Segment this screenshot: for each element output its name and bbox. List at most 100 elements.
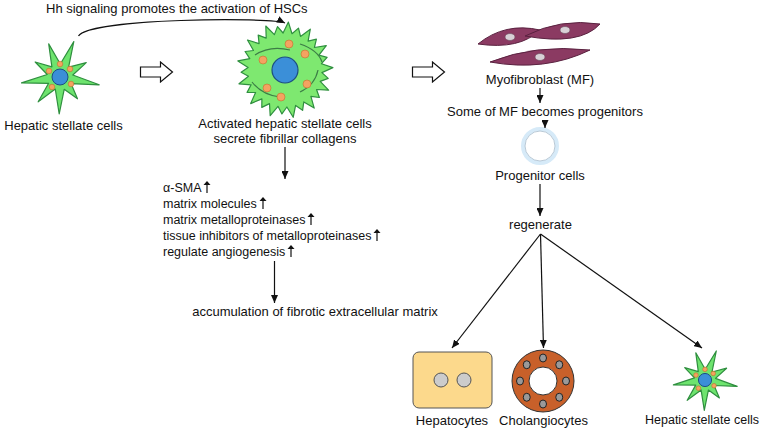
arrow-head (374, 229, 381, 233)
lipid-droplet (694, 373, 699, 378)
collagen-fibril (252, 82, 280, 97)
myofibroblasts (478, 23, 600, 66)
process-text: regenerate (507, 217, 574, 232)
edge-line (541, 234, 544, 348)
lipid-droplet (301, 50, 309, 58)
lipid-droplet (68, 81, 74, 87)
nucleus (523, 361, 530, 369)
lipid-droplet (712, 383, 717, 388)
nucleus (272, 57, 298, 83)
block-arrow (413, 62, 445, 82)
node-text: Myofibroblast (MF) (475, 72, 605, 87)
node-text: Hepatic stellate cells (643, 413, 761, 428)
progenitor-cell (525, 131, 555, 161)
lipid-droplet (57, 61, 63, 67)
arrow-shaft (311, 216, 312, 225)
lipid-droplet (277, 93, 285, 101)
lipid-droplet (703, 367, 708, 372)
increase-arrow (307, 213, 315, 225)
cell-node: Myofibroblast (MF) (475, 20, 605, 87)
collagen-fibril (300, 44, 322, 62)
list-row: tissue inhibitors of metalloproteinases (163, 228, 386, 244)
node-text: matrix molecules (163, 197, 257, 211)
edge-line (541, 234, 703, 348)
stellate-cell (22, 42, 100, 114)
edge-line (539, 88, 540, 103)
nucleus (556, 361, 563, 369)
increase-arrow (287, 245, 295, 257)
list-row: matrix molecules (163, 196, 386, 212)
node-text: Cholangiocytes (497, 413, 590, 428)
edge-line (274, 261, 275, 303)
node-text: regulate angiogenesis (163, 245, 285, 259)
lipid-droplet (259, 56, 267, 64)
outcome-text: accumulation of fibrotic extracellular m… (190, 304, 440, 319)
nucleus (560, 27, 570, 34)
arrow-shaft (207, 184, 208, 193)
increase-arrow (373, 229, 381, 241)
nucleus (540, 354, 547, 362)
node-text: tissue inhibitors of metalloproteinases (163, 229, 371, 243)
edge-line (284, 147, 285, 179)
block-arrow (141, 62, 173, 82)
node-text: Hepatic stellate cells (2, 118, 125, 133)
nucleus (563, 377, 570, 385)
lipid-droplet (49, 84, 55, 90)
spindle-cell (490, 49, 590, 66)
lipid-droplet (285, 40, 293, 48)
process-text: Some of MF becomes progenitors (445, 104, 645, 119)
lipid-droplet (696, 386, 701, 391)
increase-arrow (259, 197, 267, 209)
nucleus (52, 69, 68, 85)
arrow-head (259, 197, 266, 201)
stellate-cell (673, 351, 737, 410)
nucleus (556, 393, 563, 401)
node-text: Progenitor cells (493, 168, 587, 183)
cell-node: Cholangiocytes (497, 349, 590, 428)
cell-node: Hepatic stellate cells (643, 349, 761, 428)
node-text: Hepatocytes (410, 413, 494, 428)
cell-node: Hepatic stellate cells (2, 36, 125, 133)
duct-lumen (529, 367, 557, 395)
lipid-droplet (46, 68, 52, 74)
node-text: regenerate (507, 217, 574, 232)
collagen-fibril (255, 48, 290, 55)
nucleus (517, 377, 524, 385)
edge-label: Hh signaling promotes the activation of … (46, 1, 308, 16)
lipid-droplet (303, 80, 311, 88)
node-text: matrix metalloproteinases (163, 213, 305, 227)
collagen-fibril (300, 70, 318, 92)
node-text: Some of MF becomes progenitors (445, 104, 645, 119)
arrow-shaft (377, 232, 378, 241)
nucleus (535, 54, 545, 61)
arrow-head (204, 181, 211, 185)
nucleus (505, 34, 515, 41)
activated-stellate-cell (238, 22, 333, 117)
spindle-cell (525, 23, 600, 40)
hepatocyte (413, 352, 492, 408)
arrow-shaft (291, 248, 292, 257)
curved-arrow (79, 20, 286, 36)
node-text: Activated hepatic stellate cells secrete… (188, 116, 382, 146)
cell-node: Progenitor cells (493, 129, 587, 183)
arrow-head (308, 213, 315, 217)
node-text: α-SMA (163, 181, 201, 195)
lipid-droplet (711, 371, 716, 376)
arrow-shaft (262, 200, 263, 209)
nucleus (698, 373, 711, 386)
nucleus (523, 393, 530, 401)
lipid-droplet (67, 66, 73, 72)
nucleus (457, 373, 471, 387)
edge-line (539, 184, 540, 216)
cell-node: Activated hepatic stellate cells secrete… (188, 22, 382, 146)
nucleus (434, 373, 448, 387)
arrow-head (288, 245, 295, 249)
cell-body (238, 22, 333, 117)
cell-node: Hepatocytes (410, 349, 494, 428)
node-text: accumulation of fibrotic extracellular m… (190, 304, 440, 319)
list-row: regulate angiogenesis (163, 244, 386, 260)
cell-body (673, 351, 737, 410)
increase-arrow (203, 181, 211, 193)
